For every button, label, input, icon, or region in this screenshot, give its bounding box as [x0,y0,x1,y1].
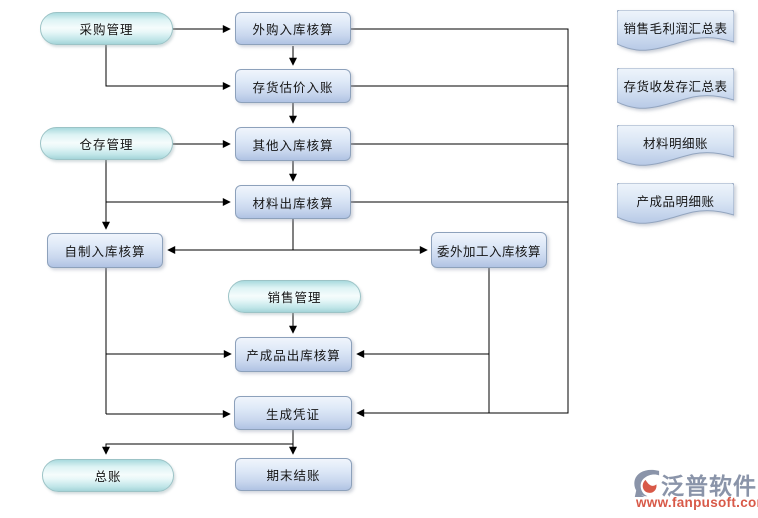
node-selfmade-inbound-accounting: 自制入库核算 [47,233,163,268]
document-shape [617,125,734,166]
node-finished-goods-outbound-accounting: 产成品出库核算 [235,337,352,372]
connector-purchase-to-valuation [105,45,231,90]
connector-collector-to-voucher [351,28,569,417]
document-shape [617,183,734,224]
node-warehouse-management: 仓存管理 [40,127,173,160]
node-period-end-closing: 期末结账 [235,458,352,491]
report-label: 材料明细账 [642,137,708,151]
report-label: 销售毛利润汇总表 [623,22,728,36]
report-sales-gross-profit-summary: 销售毛利润汇总表 [617,10,734,53]
connector-voucher-to-ledger [102,443,293,455]
report-label: 产成品明细账 [636,195,715,209]
node-purchase-management: 采购管理 [40,12,173,45]
document-shape [617,68,734,109]
report-finished-goods-detail-ledger: 产成品明细账 [617,183,734,226]
node-other-inbound-accounting: 其他入库核算 [235,127,351,161]
node-outsourced-processing-inbound-accounting: 委外加工入库核算 [431,232,547,268]
node-general-ledger: 总账 [42,459,174,492]
document-shape [617,10,734,51]
report-label: 存货收发存汇总表 [623,80,728,94]
fanpu-logo-icon [634,469,660,497]
node-purchased-inbound-accounting: 外购入库核算 [235,12,351,45]
node-inventory-valuation-entry: 存货估价入账 [235,69,351,103]
node-sales-management: 销售管理 [228,280,361,313]
fanpu-watermark: 泛普软件 www.fanpusoft.com [633,467,758,513]
brand-url: www.fanpusoft.com [636,495,758,510]
node-generate-voucher: 生成凭证 [234,396,352,430]
node-material-outbound-accounting: 材料出库核算 [235,185,351,219]
brand-name: 泛普软件 [661,473,757,499]
report-material-detail-ledger: 材料明细账 [617,125,734,168]
report-inventory-in-out-summary: 存货收发存汇总表 [617,68,734,111]
